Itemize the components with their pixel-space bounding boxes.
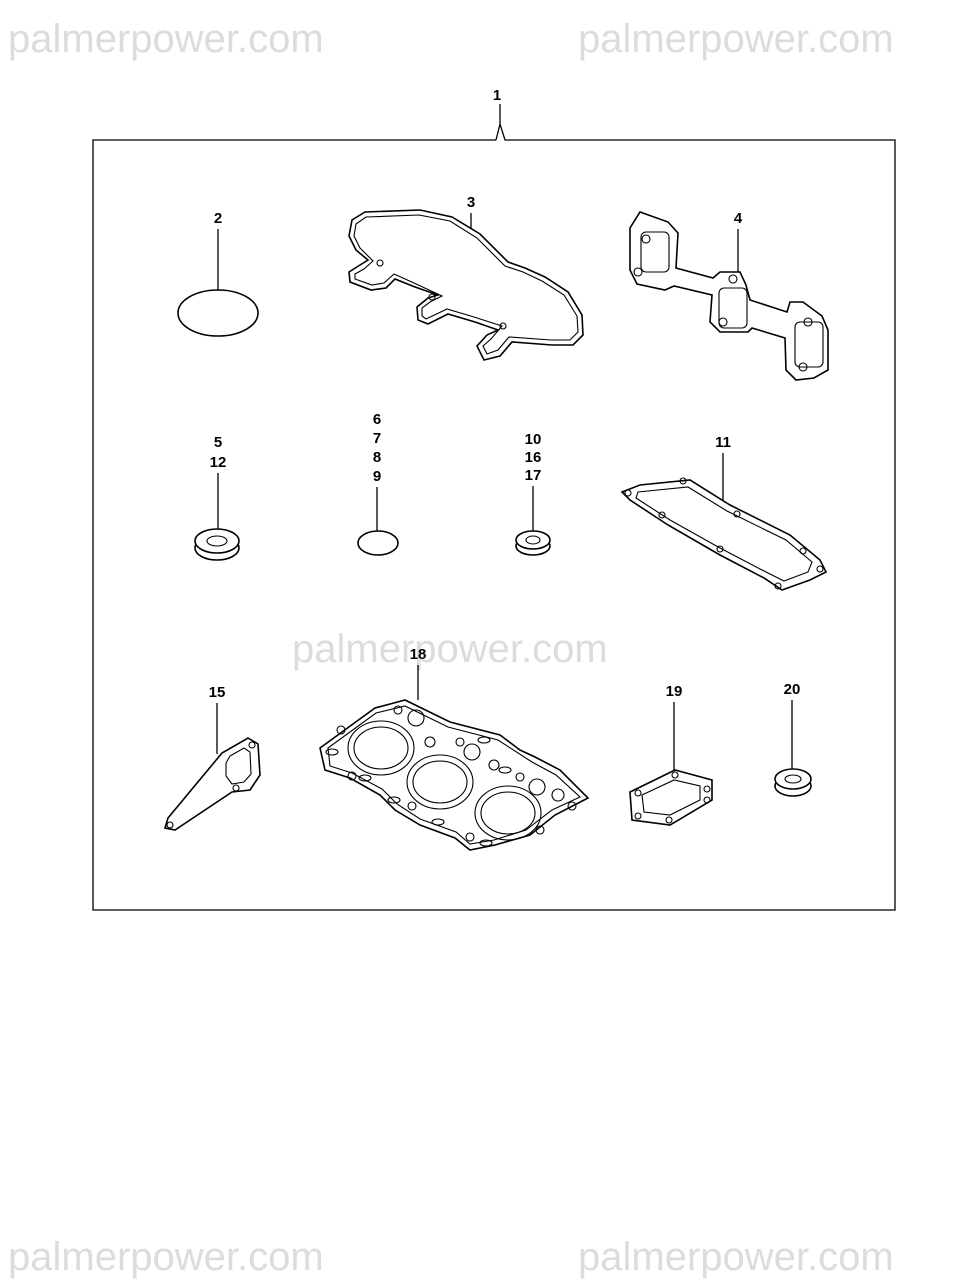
watermark-bottom-right: palmerpower.com <box>578 1235 894 1279</box>
callout-4[interactable]: 4 <box>734 210 743 227</box>
callout-9[interactable]: 9 <box>373 468 381 485</box>
callout-11[interactable]: 11 <box>715 434 731 451</box>
part-18-head-gasket[interactable]: 18 <box>319 646 590 851</box>
watermark-center: palmerpower.com <box>292 627 608 671</box>
callout-1[interactable]: 1 <box>493 87 501 104</box>
callout-5[interactable]: 5 <box>214 434 222 451</box>
watermark-bottom-left: palmerpower.com <box>8 1235 324 1279</box>
part-11-intake-gasket[interactable]: 11 <box>620 434 828 591</box>
part-15-gasket[interactable]: 15 <box>163 684 261 831</box>
part-19-square-gasket[interactable]: 19 <box>629 683 713 826</box>
callout-20[interactable]: 20 <box>784 681 801 698</box>
callout-7[interactable]: 7 <box>373 430 381 447</box>
kit-frame: 1 <box>92 87 896 911</box>
callout-15[interactable]: 15 <box>209 684 226 701</box>
callout-19[interactable]: 19 <box>666 683 683 700</box>
watermark-top-right: palmerpower.com <box>578 17 894 61</box>
part-10-16-17-seal-washer[interactable]: 10 16 17 <box>515 431 551 556</box>
part-4-manifold-gasket[interactable]: 4 <box>629 210 829 381</box>
callout-16[interactable]: 16 <box>525 449 542 466</box>
watermark-top-left: palmerpower.com <box>8 17 324 61</box>
part-2-o-ring[interactable]: 2 <box>177 210 259 337</box>
callout-18[interactable]: 18 <box>410 646 427 663</box>
callout-2[interactable]: 2 <box>214 210 222 227</box>
part-3-cover-gasket[interactable]: 3 <box>348 194 584 361</box>
callout-8[interactable]: 8 <box>373 449 381 466</box>
part-6-9-o-ring[interactable]: 6 7 8 9 <box>357 411 399 556</box>
callout-12[interactable]: 12 <box>210 454 227 471</box>
callout-17[interactable]: 17 <box>525 467 542 484</box>
part-20-seal-washer[interactable]: 20 <box>774 681 812 797</box>
part-5-12-seal-washer[interactable]: 5 12 <box>194 434 240 561</box>
callout-3[interactable]: 3 <box>467 194 475 211</box>
callout-10[interactable]: 10 <box>525 431 542 448</box>
callout-6[interactable]: 6 <box>373 411 381 428</box>
